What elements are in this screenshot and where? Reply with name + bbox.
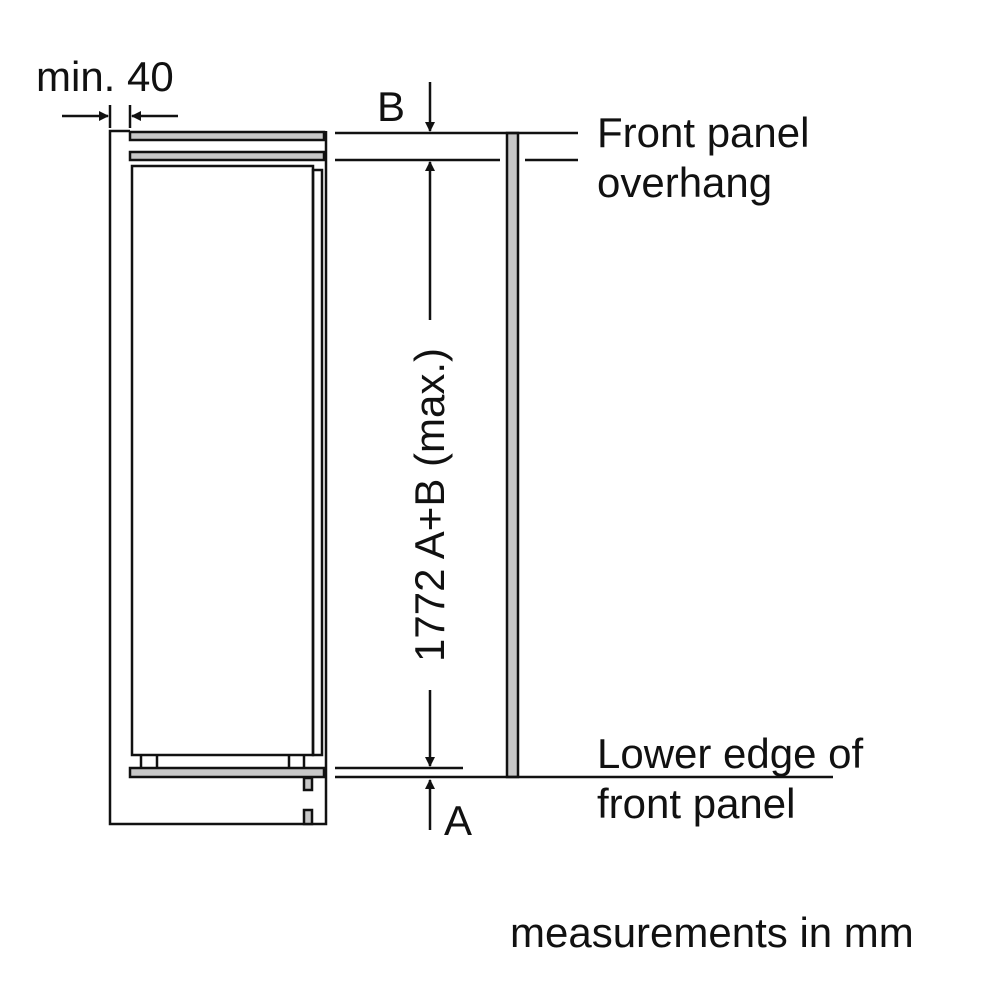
appliance-door <box>130 164 315 757</box>
upper-rail <box>128 150 326 162</box>
foot-block <box>302 808 314 826</box>
top-panel <box>128 130 326 142</box>
bottom-rail <box>128 766 326 779</box>
units-note: measurements in mm <box>510 909 914 956</box>
b-label: B <box>377 83 406 130</box>
lower-edge-label-line2: front panel <box>597 780 796 827</box>
cabinet-outline <box>108 129 328 826</box>
overhang-label-line1: Front panel <box>597 109 810 156</box>
foot-block <box>302 776 314 792</box>
min-gap-label: min. 40 <box>36 53 174 100</box>
door-side-strip <box>311 168 324 757</box>
a-label: A <box>444 797 473 844</box>
height-dimension-label: 1772 A+B (max.) <box>406 348 453 662</box>
lower-edge-label-line1: Lower edge of <box>597 730 864 777</box>
front-panel <box>505 131 520 779</box>
overhang-label-line2: overhang <box>597 159 773 206</box>
